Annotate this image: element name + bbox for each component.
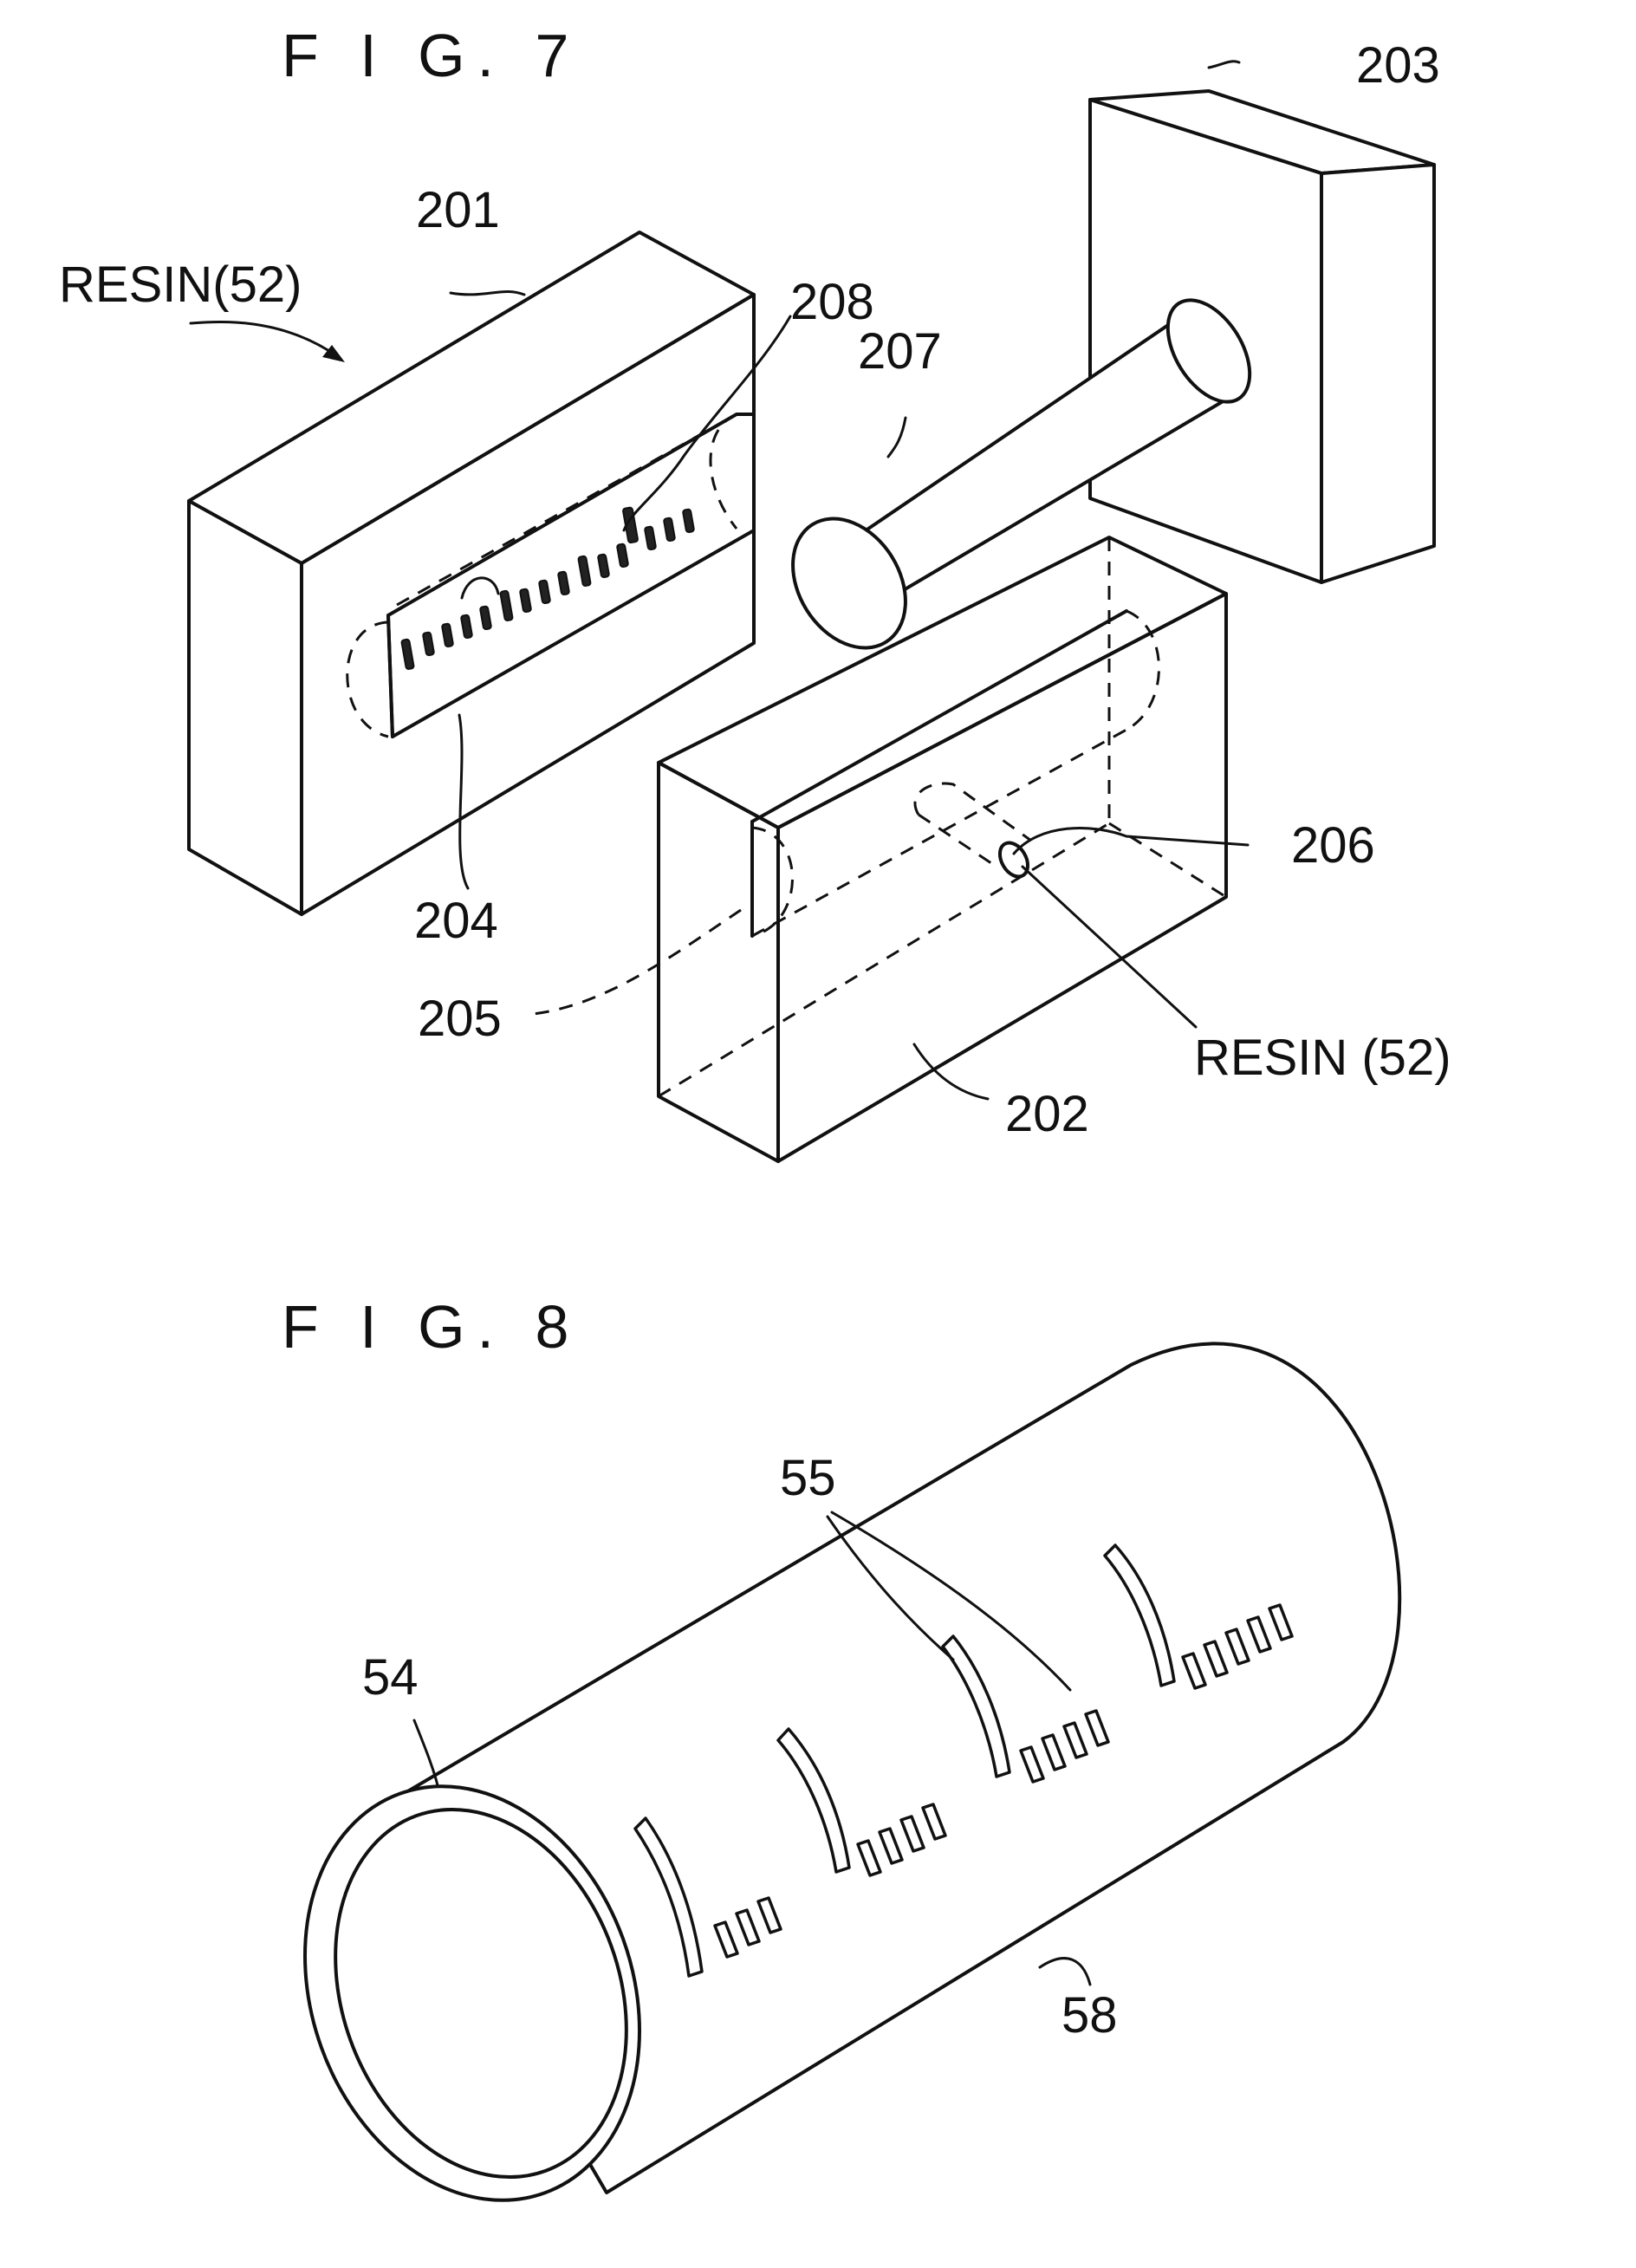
figure-8-title: F I G. 8 (282, 1293, 581, 1361)
label-203: 203 (1356, 37, 1440, 94)
label-resin-upper: RESIN(52) (59, 257, 302, 313)
figure-7: F I G. 7 (59, 22, 1451, 1161)
figure-8: F I G. 8 (249, 1293, 1399, 2247)
label-201: 201 (416, 182, 500, 238)
label-resin-lower: RESIN (52) (1194, 1030, 1451, 1086)
label-206: 206 (1291, 817, 1375, 874)
figure-7-title: F I G. 7 (282, 22, 581, 89)
label-55: 55 (780, 1450, 836, 1506)
upper-mold-block-201 (189, 232, 754, 914)
label-205: 205 (418, 991, 502, 1047)
label-58: 58 (1061, 1987, 1118, 2044)
label-204: 204 (414, 893, 498, 949)
label-207: 207 (858, 323, 942, 380)
label-202: 202 (1005, 1086, 1089, 1142)
core-holder-block-203 (1090, 91, 1434, 582)
label-54: 54 (362, 1649, 419, 1706)
label-208: 208 (790, 274, 874, 330)
